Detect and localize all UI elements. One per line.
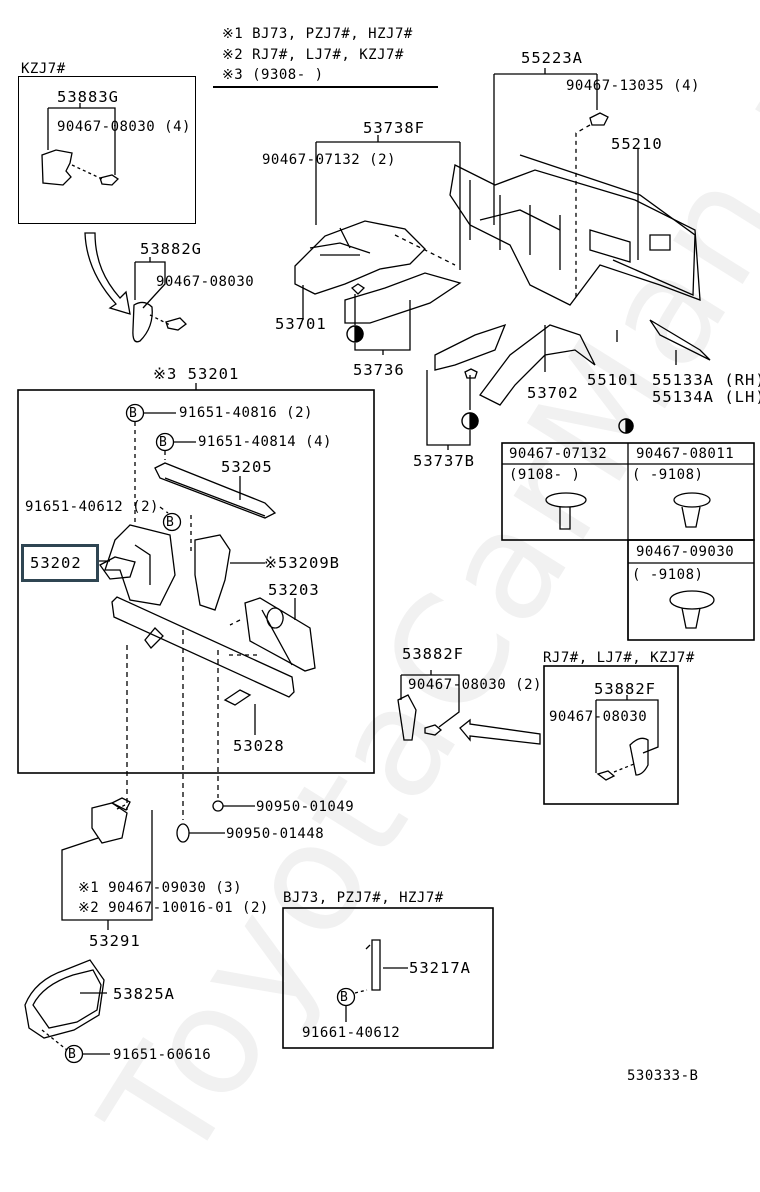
bolt-symbol: B [340, 990, 349, 1005]
part-53825A [24, 959, 105, 1039]
part-label-53202[interactable]: 53202 [30, 554, 82, 572]
bolt-label[interactable]: 91651-40612 (2) [25, 499, 159, 515]
clip-part-3[interactable]: 90467-09030 [636, 544, 735, 560]
part-53702 [479, 324, 596, 406]
part-label-55134A[interactable]: 55134A (LH) [652, 388, 760, 406]
part-53028 [111, 596, 295, 698]
part-label-53738F[interactable]: 53738F [363, 119, 425, 137]
part-label-55223A[interactable]: 55223A [521, 49, 583, 67]
part-label-55101[interactable]: 55101 [587, 371, 639, 389]
part-53883G [41, 149, 73, 186]
part-label-53882F-inset[interactable]: 53882F [594, 680, 656, 698]
leader-53883G [47, 103, 116, 175]
inset-main-title[interactable]: ※3 53201 [153, 365, 240, 383]
part-label-53736[interactable]: 53736 [353, 361, 405, 379]
clip-part-2[interactable]: 90467-08011 [636, 446, 735, 462]
part-label-53205[interactable]: 53205 [221, 458, 273, 476]
grommet-label[interactable]: 90950-01448 [226, 826, 325, 842]
fastener-label[interactable]: 90467-08030 [549, 709, 648, 725]
leader-53882G [134, 257, 166, 309]
bolt-symbol: B [159, 435, 168, 450]
legend-line-1: ※1 BJ73, PZJ7#, HZJ7# [222, 26, 413, 42]
part-label-53702[interactable]: 53702 [527, 384, 579, 402]
inset-kzj7 [18, 76, 196, 224]
part-53882F [397, 694, 417, 741]
part-label-55133A[interactable]: 55133A (RH) [652, 371, 760, 389]
part-53202 [104, 524, 176, 606]
parts-drawing [17, 68, 755, 1064]
inset-kzj7-title: KZJ7# [21, 61, 66, 77]
legend-line-3: ※3 (9308- ) [222, 67, 324, 83]
inset-rj7-title: RJ7#, LJ7#, KZJ7# [543, 650, 695, 666]
part-53217A [365, 939, 408, 991]
part-label-53291[interactable]: 53291 [89, 932, 141, 950]
clip-part-1[interactable]: 90467-07132 [509, 446, 608, 462]
inset-bj73-title: BJ73, PZJ7#, HZJ7# [283, 890, 444, 906]
clip-icon [99, 174, 120, 186]
part-label-53883G[interactable]: 53883G [57, 88, 119, 106]
bolt-symbol: B [68, 1047, 77, 1062]
part-label-53217A[interactable]: 53217A [409, 959, 471, 977]
clip-range-3: ( -9108) [632, 567, 704, 583]
part-53205 [154, 462, 277, 519]
part-label-53028[interactable]: 53028 [233, 737, 285, 755]
clip-note-2[interactable]: ※2 90467-10016-01 (2) [78, 900, 269, 916]
part-53291 [91, 802, 128, 844]
fastener-label[interactable]: 90467-07132 (2) [262, 152, 396, 168]
fastener-label[interactable]: 90467-08030 (2) [408, 677, 542, 693]
part-label-53701[interactable]: 53701 [275, 315, 327, 333]
bolt-label[interactable]: 91651-40816 (2) [179, 405, 313, 421]
part-53209B [194, 534, 231, 611]
diagram-code: 530333-B [627, 1068, 699, 1084]
inset-rj7-frame [543, 665, 679, 805]
arrow-icon [84, 232, 131, 315]
part-label-53882F[interactable]: 53882F [402, 645, 464, 663]
part-label-53209B[interactable]: ※53209B [264, 554, 340, 572]
leader-53882F [400, 670, 460, 728]
part-55101 [449, 164, 701, 306]
grommet-label[interactable]: 90950-01049 [256, 799, 355, 815]
legend-line-2: ※2 RJ7#, LJ7#, KZJ7# [222, 47, 404, 63]
part-53736 [344, 272, 462, 324]
bolt-symbol: B [166, 515, 175, 530]
part-label-53737B[interactable]: 53737B [413, 452, 475, 470]
part-label-53203[interactable]: 53203 [268, 581, 320, 599]
clip-note-1[interactable]: ※1 90467-09030 (3) [78, 880, 243, 896]
part-53701 [294, 220, 426, 295]
clip-range-1: (9108- ) [509, 467, 581, 483]
highlighted-part-53202[interactable]: 53202 [21, 544, 99, 582]
bolt-label[interactable]: 91661-40612 [302, 1025, 401, 1041]
arrow-icon-2 [459, 718, 541, 745]
part-53203 [244, 597, 316, 672]
bolt-label[interactable]: 91651-40814 (4) [198, 434, 332, 450]
leader-53738F [315, 135, 461, 270]
inset-bj73-frame [282, 907, 494, 1049]
fastener-label[interactable]: 90467-08030 (4) [57, 119, 191, 135]
leader-55223A [493, 68, 598, 225]
fastener-label[interactable]: 90467-08030 [156, 274, 255, 290]
fastener-label[interactable]: 90467-13035 (4) [566, 78, 700, 94]
part-label-53882G[interactable]: 53882G [140, 240, 202, 258]
part-label-53825A[interactable]: 53825A [113, 985, 175, 1003]
bolt-label[interactable]: 91651-60616 [113, 1047, 212, 1063]
clip-range-2: ( -9108) [632, 467, 704, 483]
part-label-55210[interactable]: 55210 [611, 135, 663, 153]
part-53737B [434, 323, 507, 371]
bolt-symbol: B [129, 406, 138, 421]
part-53882G [132, 301, 153, 343]
